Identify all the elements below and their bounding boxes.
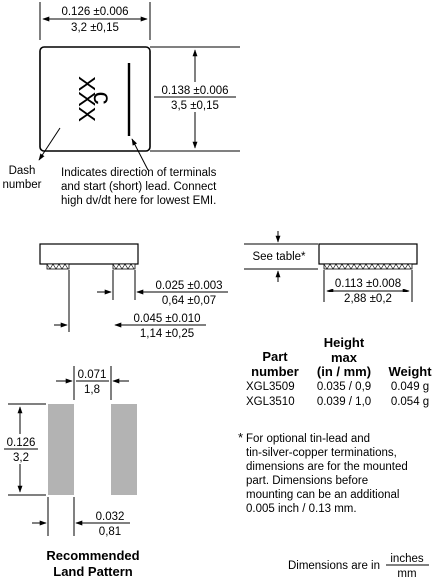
label-mask — [328, 292, 408, 306]
footnote-line: For optional tin-lead and — [246, 433, 370, 445]
pad-width-mm: 0,81 — [99, 526, 121, 538]
units-mm: mm — [397, 568, 416, 579]
table-cell-height: 0.035 / 0,9 — [317, 381, 371, 393]
footnote: * For optional tin-lead and tin-silver-c… — [238, 430, 408, 515]
footnote-line: dimensions are for the mounted — [246, 461, 408, 473]
direction-note-line: Indicates direction of terminals — [61, 167, 217, 179]
land-pad-left — [48, 404, 74, 495]
table-cell-part: XGL3509 — [246, 381, 295, 393]
col-header-part: Part — [262, 349, 288, 364]
height-weight-table: Part number Height max (in / mm) Weight … — [246, 335, 432, 408]
col-header-height: max — [331, 350, 358, 365]
table-cell-weight: 0.054 g — [391, 396, 429, 408]
footnote-line: tin-silver-copper terminations, — [246, 447, 397, 459]
span-mm: 1,14 ±0,25 — [140, 328, 194, 340]
table-cell-height: 0.039 / 1,0 — [317, 396, 371, 408]
pad-width-in: 0.032 — [96, 511, 125, 523]
col-header-weight: Weight — [388, 364, 432, 379]
land-height-in: 0.126 — [7, 437, 36, 449]
inductor-body-side — [39, 243, 139, 265]
units-inches: inches — [390, 553, 423, 565]
col-header-height: Height — [324, 335, 365, 350]
number-label: number — [3, 179, 42, 191]
terminal-right — [112, 263, 136, 270]
side-view-right: See table* 0.113 ±0.008 2,88 ±0,2 — [244, 231, 418, 306]
inductor-body-end — [318, 243, 418, 265]
land-pattern-title: Land Pattern — [53, 564, 133, 579]
label-mask — [328, 277, 408, 289]
top-height-mm: 3,5 ±0,15 — [171, 100, 219, 112]
top-width-in: 0.126 ±0.006 — [61, 6, 128, 18]
col-header-part: number — [251, 364, 299, 379]
terminal-end — [323, 263, 413, 270]
see-table-label: See table* — [252, 251, 306, 263]
top-view: 0.126 ±0.006 3,2 ±0,15 XXX c 0.138 ±0.00… — [3, 2, 240, 207]
label-mask — [52, 5, 138, 17]
direction-note-line: high dv/dt here for lowest EMI. — [61, 195, 216, 207]
terminal-width-mm: 0,64 ±0,07 — [162, 295, 216, 307]
label-mask — [52, 20, 138, 34]
dash-number-marking: XXX — [74, 76, 100, 122]
col-header-height: (in / mm) — [317, 364, 371, 379]
dash-leader — [38, 127, 61, 161]
direction-leader — [131, 138, 149, 171]
units-prefix: Dimensions are in — [288, 560, 380, 572]
land-pattern: 0.071 1,8 0.126 3,2 0.032 0,81 Recommend… — [2, 366, 140, 579]
span-in: 0.045 ±0.010 — [133, 313, 200, 325]
land-pattern-title: Recommended — [46, 548, 139, 563]
land-pad-right — [111, 404, 137, 495]
dash-label: Dash — [9, 165, 36, 177]
table-cell-weight: 0.049 g — [391, 381, 429, 393]
table-cell-part: XGL3510 — [246, 396, 295, 408]
gap-in: 0.071 — [78, 369, 107, 381]
terminal-width-in: 0.025 ±0.003 — [155, 280, 222, 292]
units-note: Dimensions are in inches mm — [288, 553, 429, 579]
footnote-line: part. Dimensions before — [246, 475, 368, 487]
land-height-mm: 3,2 — [13, 452, 29, 464]
footnote-line: 0.005 inch / 0.13 mm. — [246, 503, 357, 515]
direction-note-line: and start (short) lead. Connect — [61, 181, 217, 193]
end-width-mm: 2,88 ±0,2 — [344, 293, 392, 305]
end-width-in: 0.113 ±0.008 — [335, 278, 401, 290]
top-height-in: 0.138 ±0.006 — [161, 85, 228, 97]
footnote-star: * — [238, 430, 243, 445]
terminal-left — [46, 263, 70, 270]
label-mask — [247, 248, 311, 264]
footnote-line: mounting can be an additional — [246, 489, 399, 501]
top-width-mm: 3,2 ±0,15 — [71, 22, 119, 34]
side-view-left: 0.025 ±0.003 0,64 ±0,07 0.045 ±0.010 1,1… — [39, 243, 228, 340]
gap-mm: 1,8 — [84, 384, 100, 396]
c-marking: c — [88, 92, 118, 105]
inductor-body-top — [39, 46, 151, 152]
